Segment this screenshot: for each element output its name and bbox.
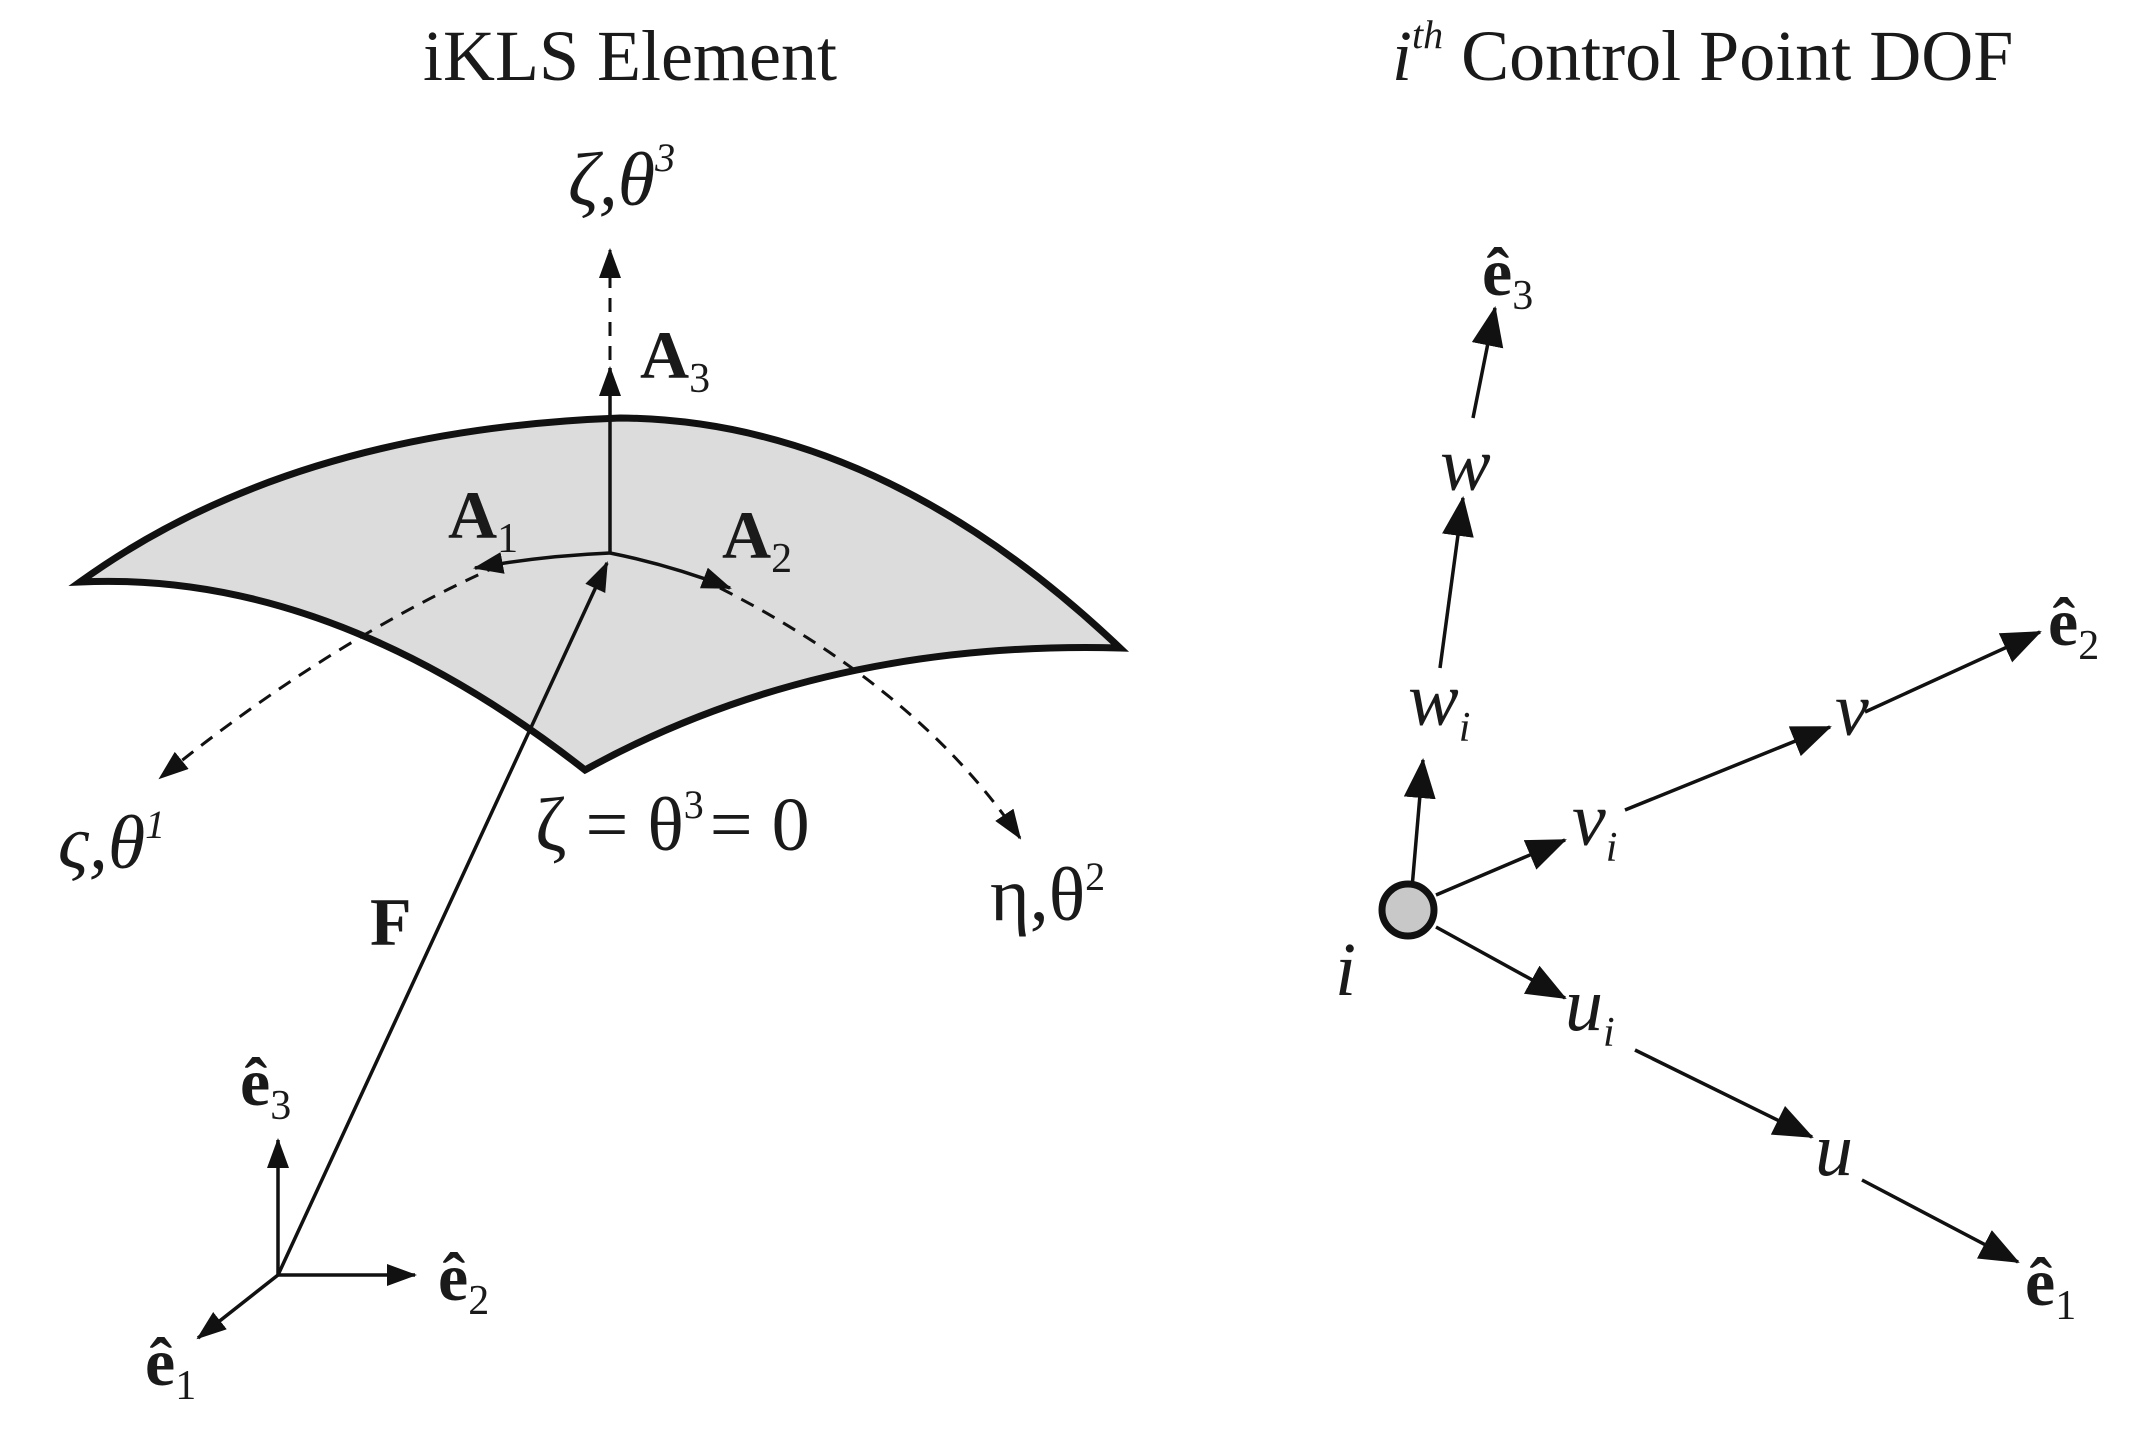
xi-axis-curve [158,563,501,780]
right-e2-label: ê2 [2048,584,2099,669]
xi-theta1-label: ς,θ1 [58,801,165,885]
right-e1-label: ê1 [2025,1244,2076,1329]
A2-vector [609,551,732,590]
A1-label: A1 [448,477,518,562]
A1-vector [473,551,611,574]
control-point-node [1378,880,1438,940]
ui-arrow [1435,925,1567,1000]
left-e1-label: ê1 [145,1324,196,1409]
ui-label: ui [1565,963,1615,1056]
A2-label: A2 [722,497,792,582]
shell-surface [68,414,1130,775]
right-panel-title: ith Control Point DOF [1392,12,2013,96]
node-i-label: i [1335,928,1356,1012]
u-label: u [1815,1108,1853,1192]
left-e2-label: ê2 [438,1239,489,1324]
iKLS-element-panel: iKLS Element ζ,θ3 A3 A1 A2 ς,θ1 ζ = θ3= … [58,16,1130,1409]
surface-equation-label: ζ = θ3= 0 [535,782,810,867]
eta-theta2-label: η,θ2 [990,853,1105,937]
w-line-lower [1438,496,1474,669]
basis-e1-line [196,1273,280,1340]
A3-label: A3 [640,317,710,402]
wi-arrow [1403,758,1436,889]
u-line [1634,1048,1814,1139]
right-e3-label: ê3 [1482,234,1533,319]
vi-arrow [1435,838,1567,897]
vi-label: vi [1572,778,1617,871]
zeta-theta3-label: ζ,θ3 [568,135,675,222]
left-e3-label: ê3 [240,1044,291,1129]
w-label: w [1440,423,1491,507]
v-line [1624,725,1832,812]
wi-label: wi [1408,658,1470,751]
F-vector [276,561,609,1276]
control-point-dof-panel: ith Control Point DOF i ê3 w wi vi v ê2 … [1335,12,2099,1329]
eta-axis-curve [719,586,1022,840]
e2-arrow [1864,630,2042,714]
e1-arrow [1861,1178,2020,1264]
v-label: v [1835,668,1869,752]
e3-arrow [1471,306,1504,419]
left-panel-title: iKLS Element [423,16,837,96]
F-label: F [370,884,412,960]
